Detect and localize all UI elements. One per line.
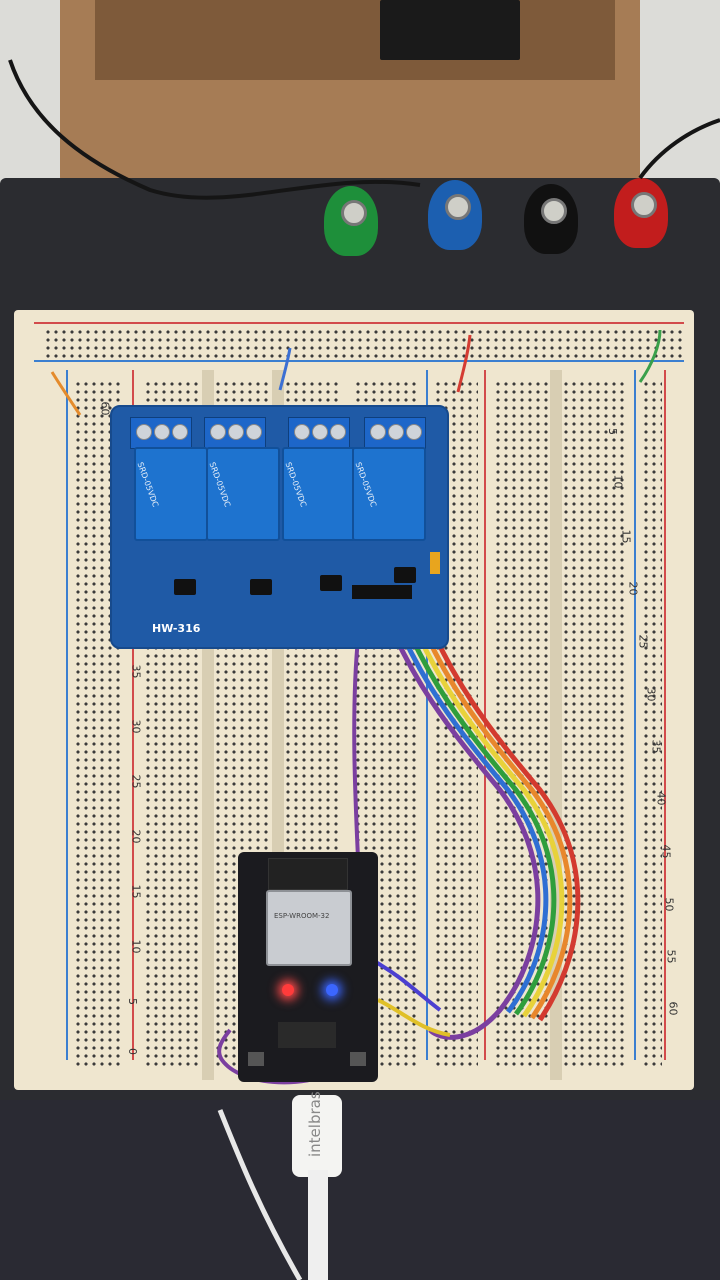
- ribbon-orange: [409, 599, 573, 1020]
- esp32-board: ESP-WROOM-32: [238, 852, 378, 1082]
- top-rail-red-line: [34, 322, 684, 324]
- orange-rail-wire: [50, 371, 82, 416]
- green-rail-wire: [638, 329, 662, 383]
- reset-button: [350, 1052, 366, 1066]
- hole-grid-7: [494, 380, 550, 1070]
- relay-terminal-1: [130, 417, 192, 449]
- mid-rail-red-line: [484, 370, 486, 1060]
- red-rail-wire: [456, 334, 472, 393]
- table-surface: [0, 1100, 720, 1280]
- mid-rail-blue-line: [426, 370, 428, 1060]
- relay-terminal-4: [364, 417, 426, 449]
- usb-plug: intelbras: [292, 1091, 342, 1177]
- yellow-jumper: [377, 998, 451, 1037]
- binding-post-black: [524, 184, 578, 254]
- ribbon-purple: [377, 599, 541, 1040]
- esp32-shield-text: ESP-WROOM-32: [274, 912, 330, 920]
- ribbon-yellow: [401, 599, 565, 1018]
- relay-cube-1: SRD-05VDC: [134, 447, 208, 541]
- blue-jumper: [371, 958, 442, 1012]
- status-led-blue: [326, 984, 338, 996]
- relay-terminal-2: [204, 417, 266, 449]
- relay-cube-text: SRD-05VDC: [207, 461, 233, 509]
- ribbon-blue: [385, 599, 549, 1014]
- relay-cube-text: SRD-05VDC: [283, 461, 309, 509]
- boot-button: [248, 1052, 264, 1066]
- relay-cube-2: SRD-05VDC: [206, 447, 280, 541]
- usb-cable: [308, 1170, 328, 1280]
- top-power-rail-holes: [44, 328, 684, 358]
- ribbon-red: [417, 599, 581, 1022]
- binding-post-green: [324, 186, 378, 256]
- top-rail-blue-line: [34, 360, 684, 362]
- relay-cube-text: SRD-05VDC: [135, 461, 161, 509]
- usb-plug-brand-text: intelbras: [306, 1091, 324, 1157]
- usb-cable-loop: [217, 1109, 303, 1280]
- binding-post-blue: [428, 180, 482, 250]
- esp32-antenna: [268, 858, 348, 890]
- black-cable-right: [638, 118, 720, 180]
- optocoupler-1: [174, 579, 196, 595]
- relay-cube-4: SRD-05VDC: [352, 447, 426, 541]
- optocoupler-2: [250, 579, 272, 595]
- optocoupler-3: [320, 575, 342, 591]
- right-rail-red-line: [664, 370, 666, 1060]
- jumper-cap-vcc: [430, 552, 440, 574]
- left-rail-red-line: [132, 370, 134, 1060]
- relay-model-label: HW-316: [152, 622, 201, 635]
- esp32-module-shield: ESP-WROOM-32: [266, 890, 352, 966]
- relay-module: SRD-05VDC SRD-05VDC SRD-05VDC SRD-05VDC …: [110, 405, 449, 649]
- blue-rail-wire: [278, 347, 292, 391]
- hole-grid-9: [642, 380, 662, 1070]
- optocoupler-4: [394, 567, 416, 583]
- ribbon-green: [393, 599, 557, 1016]
- binding-post-red: [614, 178, 668, 248]
- left-rail-blue-line: [66, 370, 68, 1060]
- relay-terminal-3: [288, 417, 350, 449]
- right-rail-blue-line: [634, 370, 636, 1060]
- usb-uart-chip: [278, 1022, 336, 1048]
- module-in-box: [380, 0, 520, 60]
- relay-cube-text: SRD-05VDC: [353, 461, 379, 509]
- black-cable: [8, 59, 421, 200]
- header-pins: [352, 585, 412, 599]
- cardboard-box-inside: [95, 0, 615, 80]
- relay-cube-3: SRD-05VDC: [282, 447, 356, 541]
- power-led-red: [282, 984, 294, 996]
